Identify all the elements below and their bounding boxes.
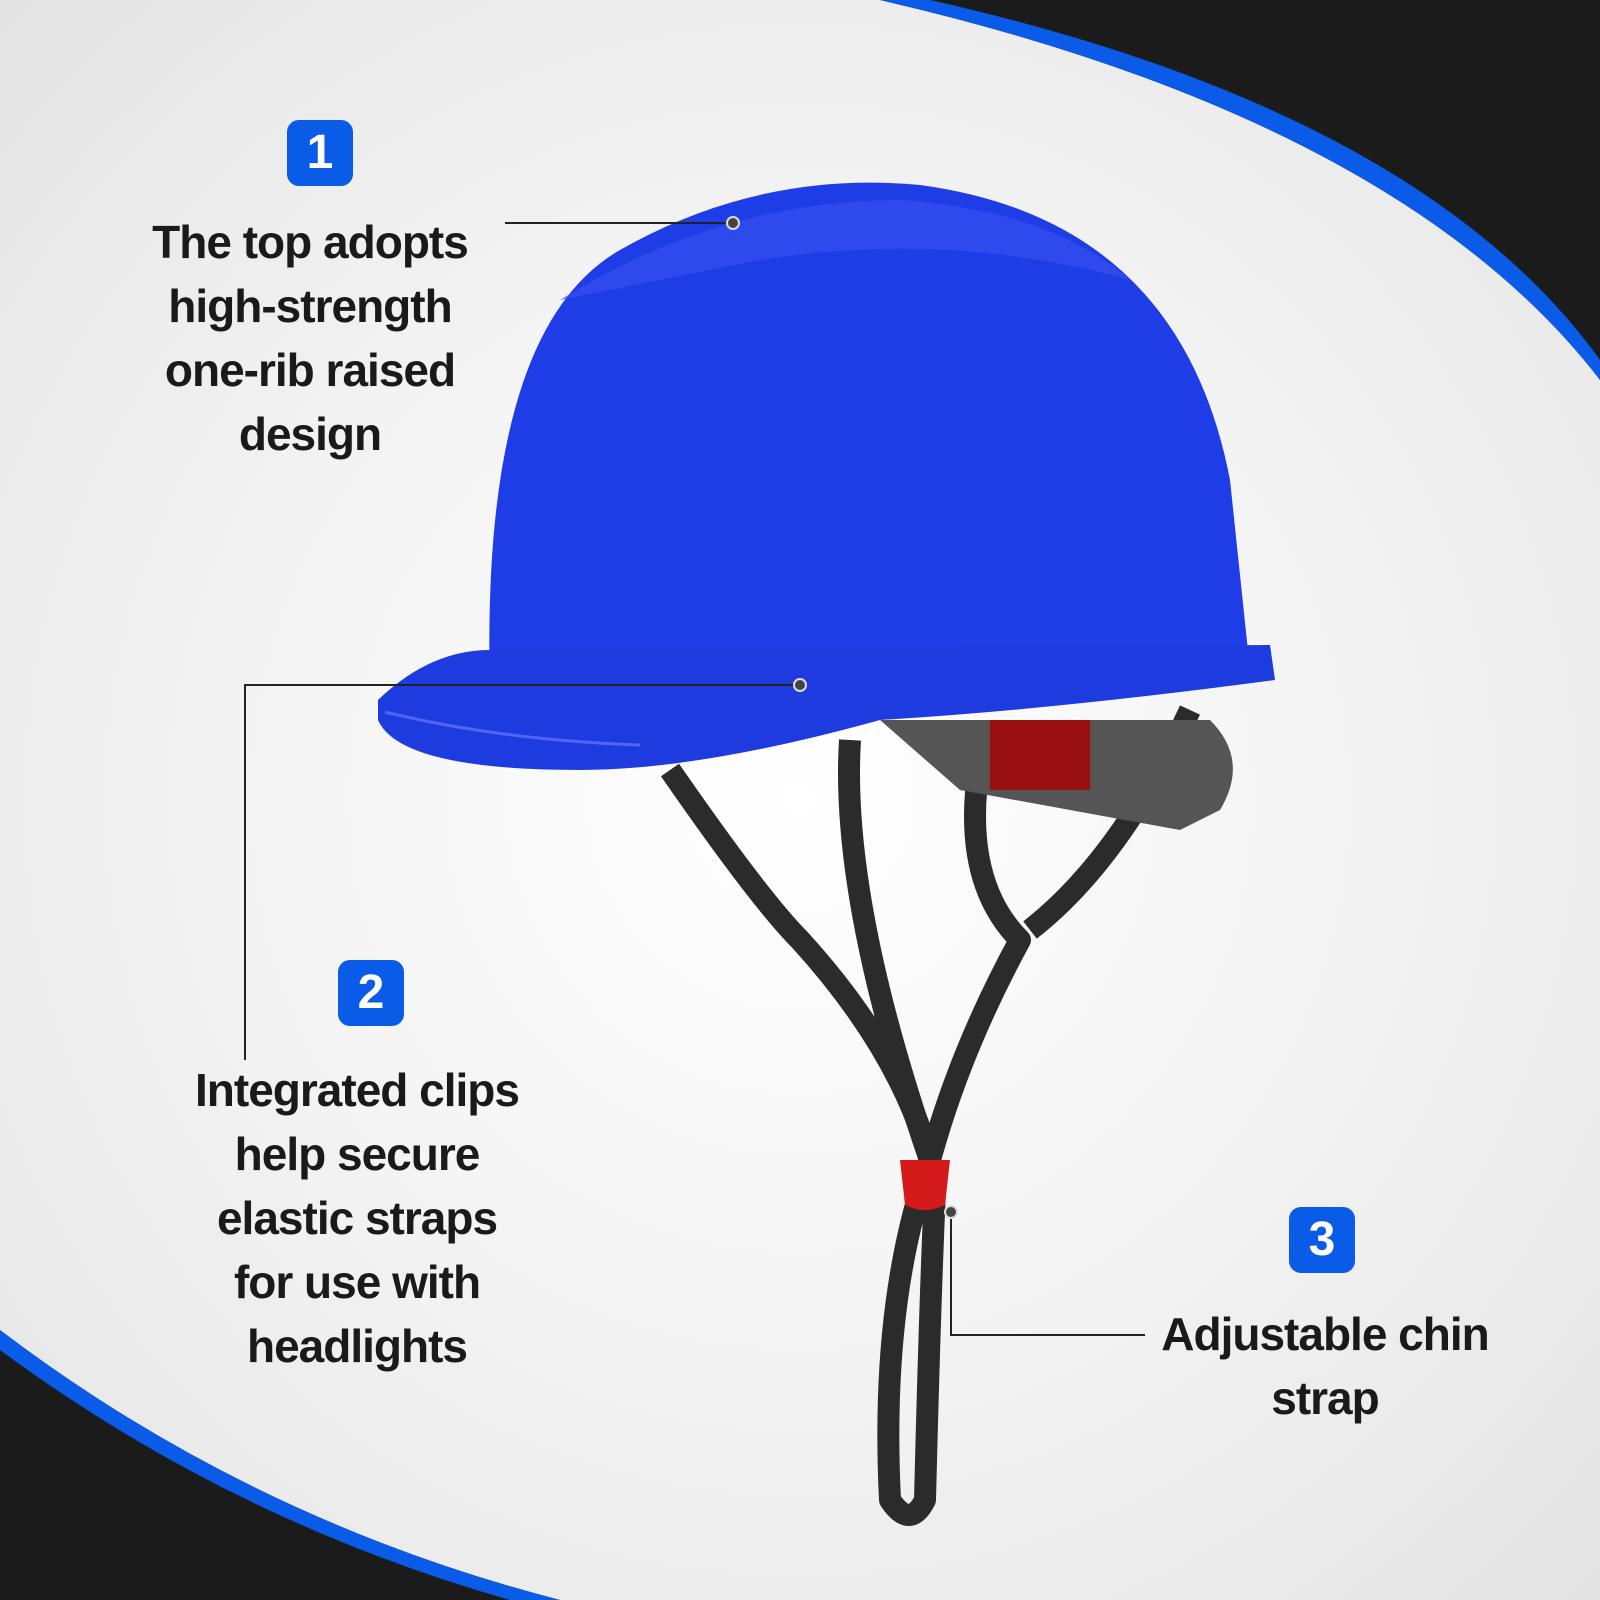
text-line: The top adopts bbox=[152, 216, 469, 268]
text-line: design bbox=[238, 408, 382, 460]
text-line: elastic straps bbox=[216, 1192, 498, 1244]
text-line: strap bbox=[1271, 1372, 1379, 1424]
text-line: Adjustable chin bbox=[1161, 1308, 1489, 1360]
text-line: for use with bbox=[233, 1256, 481, 1308]
callout-2-badge: 2 bbox=[338, 960, 404, 1026]
text-line: headlights bbox=[246, 1320, 468, 1372]
text-line: help secure bbox=[234, 1128, 481, 1180]
callout-2-text: Integrated clips help secure elastic str… bbox=[195, 1058, 520, 1378]
callout-1-text: The top adopts high-strength one-rib rai… bbox=[152, 210, 469, 466]
callout-1-badge: 1 bbox=[287, 120, 353, 186]
text-line: one-rib raised bbox=[164, 344, 456, 396]
text-line: Integrated clips bbox=[195, 1064, 520, 1116]
callout-3-badge: 3 bbox=[1289, 1207, 1355, 1273]
callout-3-text: Adjustable chin strap bbox=[1161, 1302, 1489, 1430]
text-line: high-strength bbox=[168, 280, 452, 332]
